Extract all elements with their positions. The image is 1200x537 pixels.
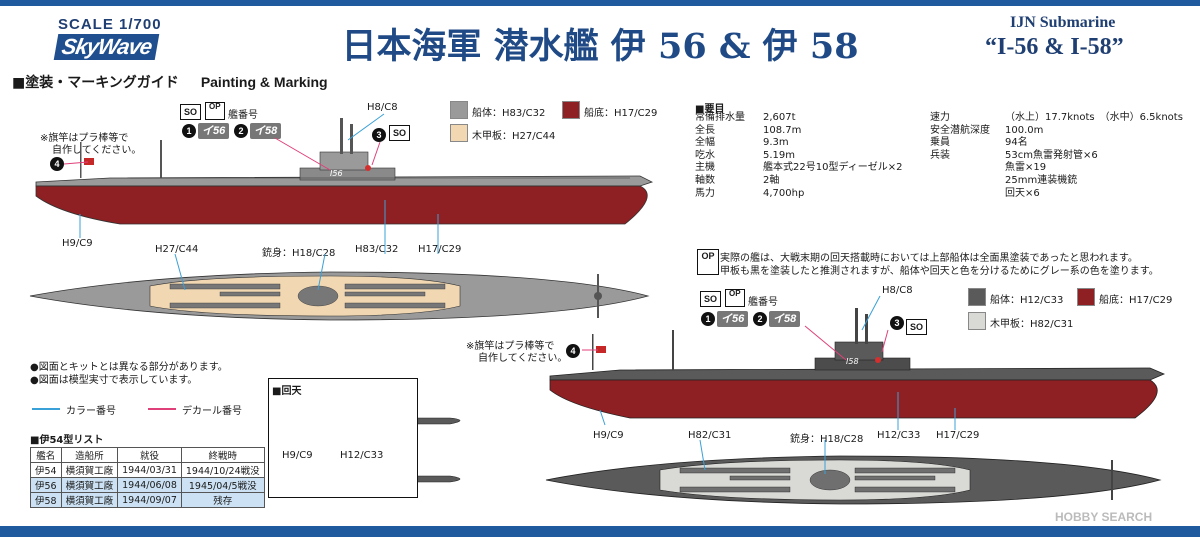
callout-h9c9: H9/C9 — [62, 238, 93, 249]
hull-color-swatch — [450, 101, 468, 119]
op-note-line2: 甲板も黒を塗装したと推測されますが、船体や回天と色を分けるためにグレー系の色を塗… — [720, 266, 1159, 277]
bottom-side-view: I58 — [549, 308, 1166, 419]
mast-color-label: H8/C8 — [367, 102, 398, 113]
hull-marking-bottom: I58 — [846, 357, 859, 366]
marker-1: 1 — [182, 124, 196, 138]
bottom-plan-view — [545, 455, 1162, 505]
bottom-color-label: 船底：H17/C29 — [584, 108, 658, 119]
marker-1-b: 1 — [701, 312, 715, 326]
op-note-line1: 実際の艦は、大戦末期の回天搭載時においては上部船体は全面黒塗装であったと思われま… — [720, 253, 1138, 264]
subtitle-en-line2: “I-56 & I-58” — [985, 34, 1124, 60]
hull-number-decal-i56-b: イ56 — [717, 311, 749, 327]
callout-hull: H83/C32 — [355, 244, 399, 255]
flag-note-line2: 自作してください。 — [52, 145, 142, 156]
section-title-jp: ■塗装・マーキングガイド — [12, 75, 179, 91]
hull-color-label-2: 船体：H12/C33 — [990, 295, 1064, 306]
specs-left-keys: 常備排水量全長全幅吃水主機軸数馬力 — [695, 112, 745, 199]
hull-marking-top: I56 — [330, 169, 343, 178]
callout-hull-b: H12/C33 — [877, 430, 921, 441]
scale-label: SCALE 1/700 — [58, 16, 162, 33]
kaiten-callout-h9c9: H9/C9 — [282, 450, 313, 461]
callout-deck-b: H82/C31 — [688, 430, 732, 441]
marker-4: 4 — [50, 157, 64, 171]
mast-color-label-2: H8/C8 — [882, 285, 913, 296]
marker-2-b: 2 — [753, 312, 767, 326]
flag-note-line1-b: ※旗竿はプラ棒等で — [466, 341, 555, 352]
hull-color-swatch-2 — [968, 288, 986, 306]
bottom-accent-bar — [0, 526, 1200, 537]
page-title: 日本海軍 潜水艦 伊 56 & 伊 58 — [341, 26, 859, 67]
top-plan-view — [29, 271, 650, 321]
table-header-row: 艦名造船所就役終戦時 — [30, 447, 265, 463]
op-badge-2: OP — [725, 289, 745, 307]
callout-barrel: 銃身：H18/C28 — [262, 248, 336, 259]
callout-bottom: H17/C29 — [418, 244, 462, 255]
decal-number-line — [148, 408, 176, 410]
callout-barrel-b: 銃身：H18/C28 — [790, 434, 864, 445]
list-title: ■伊54型リスト — [30, 435, 104, 446]
watermark: HOBBY SEARCH — [1055, 510, 1153, 524]
specs-title: ■要目 — [695, 104, 725, 115]
kaiten-title: ■回天 — [272, 386, 302, 397]
bottom-color-label-2: 船底：H17/C29 — [1099, 295, 1173, 306]
color-number-label: カラー番号 — [66, 406, 116, 417]
section-title: ■塗装・マーキングガイド Painting & Marking — [12, 72, 328, 92]
deck-color-label-2: 木甲板：H82/C31 — [990, 319, 1074, 330]
flag-note-line2-b: 自作してください。 — [478, 353, 568, 364]
callout-bottom-b: H17/C29 — [936, 430, 980, 441]
hull-number-label-2: 艦番号 — [748, 297, 778, 308]
so-marker-2: SO — [906, 319, 928, 335]
so-marker: SO — [389, 125, 411, 141]
color-number-line — [32, 408, 60, 410]
marker-3-b: 3 — [890, 316, 904, 330]
decal-number-label: デカール番号 — [182, 406, 242, 417]
op-badge: OP — [205, 102, 225, 120]
deck-color-label: 木甲板：H27/C44 — [472, 131, 556, 142]
hull-number-decal-i56: イ56 — [198, 123, 230, 139]
marker-3: 3 — [372, 128, 386, 142]
note-2: ●図面は模型実寸で表示しています。 — [30, 375, 198, 386]
section-title-en: Painting & Marking — [200, 74, 328, 90]
bottom-color-swatch-2 — [1077, 288, 1095, 306]
bottom-color-swatch — [562, 101, 580, 119]
callout-deck: H27/C44 — [155, 244, 199, 255]
op-note-badge: OP — [697, 249, 719, 275]
subtitle-en-line1: IJN Submarine — [1010, 14, 1116, 31]
hull-number-decal-i58: イ58 — [250, 123, 282, 139]
header: SCALE 1/700 SkyWave 日本海軍 潜水艦 伊 56 & 伊 58… — [0, 6, 1200, 67]
specs-right-keys: 速力安全潜航深度乗員兵装 — [930, 112, 990, 161]
flag-note-line1: ※旗竿はプラ棒等で — [40, 133, 129, 144]
deck-color-swatch-2 — [968, 312, 986, 330]
top-accent-bar — [0, 0, 1200, 6]
marker-2: 2 — [234, 124, 248, 138]
hull-number-label: 艦番号 — [228, 110, 258, 121]
kaiten-box — [268, 378, 418, 498]
kaiten-callout-h12c33: H12/C33 — [340, 450, 384, 461]
note-1: ●図面とキットとは異なる部分があります。 — [30, 362, 228, 373]
callout-h9c9-b: H9/C9 — [593, 430, 624, 441]
hull-number-decal-i58-b: イ58 — [769, 311, 801, 327]
marker-4-b: 4 — [566, 344, 580, 358]
deck-color-swatch — [450, 124, 468, 142]
top-side-view: I56 — [35, 118, 654, 225]
hull-color-label: 船体：H83/C32 — [472, 108, 546, 119]
so-badge: SO — [180, 104, 202, 120]
so-badge-2: SO — [700, 291, 722, 307]
